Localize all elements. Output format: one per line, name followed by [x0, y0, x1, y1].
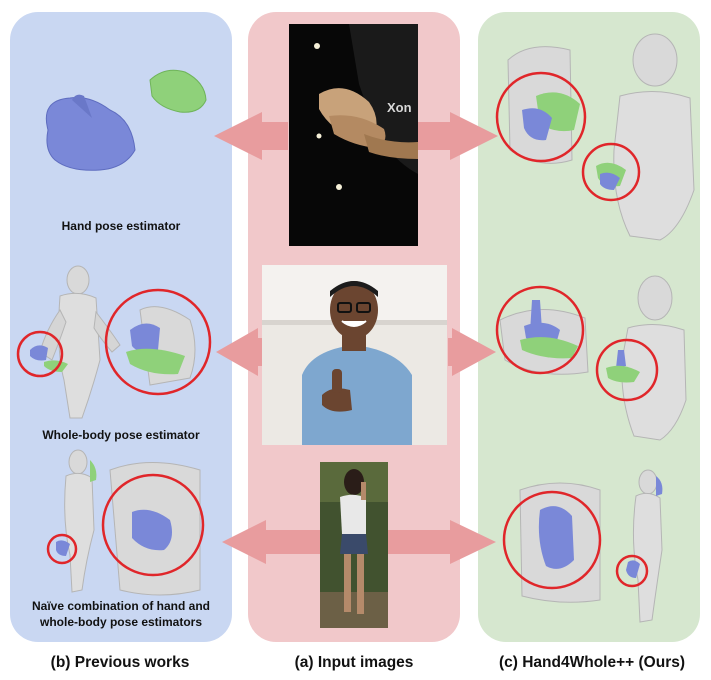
shirt-logo: Xon [387, 100, 412, 115]
input-photo-hands: Xon [289, 24, 418, 246]
arrow-left-2 [216, 328, 262, 376]
ours-result-row-3 [519, 469, 663, 623]
arrow-right-3 [388, 520, 496, 564]
arrow-left-1 [214, 112, 288, 160]
label-naive-line-2: whole-body pose estimators [39, 615, 203, 629]
input-photo-man-thumbs-up [262, 265, 447, 445]
label-naive-line-1: Naïve combination of hand and [31, 599, 210, 613]
caption-input-images: (a) Input images [294, 654, 414, 671]
ours-result-row-2 [499, 275, 687, 441]
hand-estimator-result [45, 69, 207, 171]
arrow-right-2 [448, 328, 496, 376]
input-photo-woman-phone [320, 462, 388, 628]
label-hand-pose-estimator: Hand pose estimator [61, 219, 181, 233]
label-naive-combination: Naïve combination of hand and whole-body… [10, 598, 232, 630]
ours-result-row-1 [507, 33, 695, 241]
arrow-left-3 [222, 520, 320, 564]
arrows [214, 112, 498, 564]
whole-body-estimator-result [30, 265, 196, 419]
caption-previous-works: (b) Previous works [50, 654, 190, 671]
arrow-right-1 [418, 112, 498, 160]
caption-ours: (c) Hand4Whole++ (Ours) [498, 654, 686, 671]
naive-combination-result [56, 449, 201, 596]
label-whole-body-pose-estimator: Whole-body pose estimator [42, 428, 200, 442]
